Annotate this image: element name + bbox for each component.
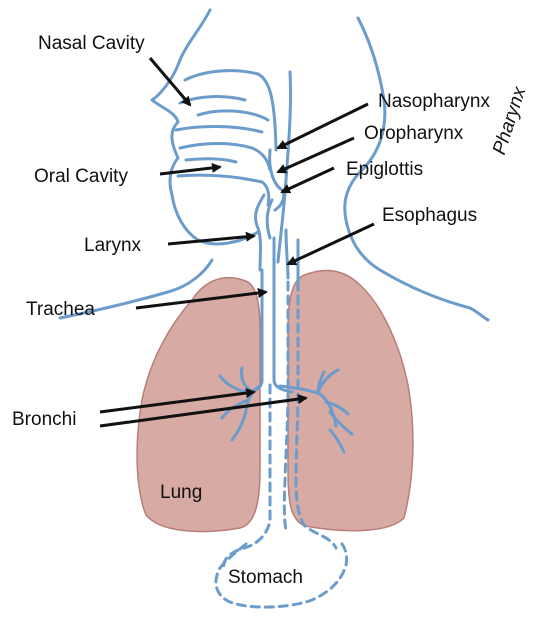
right-lung bbox=[288, 270, 413, 530]
lung-label: Lung bbox=[160, 483, 202, 502]
esophagus-outline bbox=[286, 230, 288, 278]
epiglottis-label: Epiglottis bbox=[346, 160, 423, 179]
oral-cavity-label: Oral Cavity bbox=[34, 167, 128, 186]
epiglottis-arrow bbox=[282, 168, 334, 192]
nasopharynx-label: Nasopharynx bbox=[378, 92, 490, 111]
esophagus-label: Esophagus bbox=[382, 206, 477, 225]
esophagus-arrow bbox=[288, 224, 374, 264]
larynx-label: Larynx bbox=[84, 236, 141, 255]
oropharynx-label: Oropharynx bbox=[364, 124, 463, 143]
nasal-cavity-label: Nasal Cavity bbox=[38, 34, 145, 53]
oral-cavity-outline bbox=[180, 144, 270, 171]
stomach-label: Stomach bbox=[228, 568, 303, 587]
bronchi-label: Bronchi bbox=[12, 410, 76, 429]
oral-cavity-arrow bbox=[160, 167, 220, 174]
trachea-label: Trachea bbox=[26, 300, 95, 319]
